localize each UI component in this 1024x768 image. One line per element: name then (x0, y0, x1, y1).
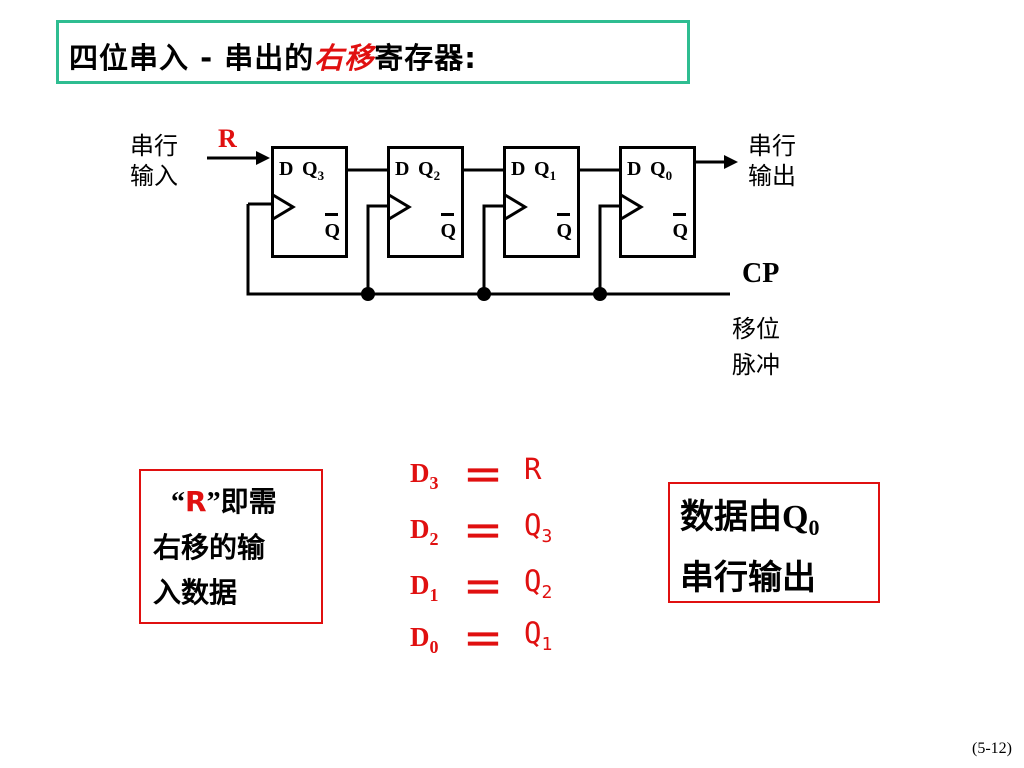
flip-flop-3: D Q3 Q (271, 146, 348, 258)
serial-input-label: 串行 输入 (130, 132, 178, 190)
flip-flop-2: D Q2 Q (387, 146, 464, 258)
clock-label: CP (742, 258, 780, 289)
clock-triangle-icon (620, 193, 644, 221)
title-part1: 四位串入 - 串出的 (69, 41, 315, 75)
input-r-label: R (218, 124, 237, 153)
input-note-text: “R”即需 右移的输 入数据 (153, 485, 277, 609)
junction-dot-icon (593, 287, 607, 301)
clock-branch-ff0 (598, 204, 619, 294)
circuit-wiring (207, 151, 738, 301)
ff-qbar-label: Q (324, 213, 340, 243)
serial-output-label: 串行 输出 (748, 132, 796, 190)
ff-q-label: Q1 (534, 158, 557, 183)
output-arrow-icon (724, 155, 738, 169)
ff-q-label: Q3 (302, 158, 325, 183)
output-note-text: 数据由Q0 串行输出 (680, 497, 820, 598)
input-arrow-icon (256, 151, 270, 165)
junction-dot-icon (361, 287, 375, 301)
input-note-box: “R”即需 右移的输 入数据 (139, 469, 323, 624)
ff-q-label: Q2 (418, 158, 441, 183)
ff-d-label: D (279, 158, 294, 180)
ff-d-label: D (511, 158, 526, 180)
title-box: 四位串入 - 串出的右移寄存器: (56, 20, 690, 84)
clock-bus (246, 204, 730, 296)
shift-pulse-label: 移位 脉冲 (732, 315, 780, 379)
title-part3: 寄存器: (374, 41, 477, 75)
ff-qbar-label: Q (440, 213, 456, 243)
ff-qbar-label: Q (556, 213, 572, 243)
ff-d-label: D (395, 158, 410, 180)
title-highlight: 右移 (314, 41, 375, 75)
clock-triangle-icon (504, 193, 528, 221)
slide-title: 四位串入 - 串出的右移寄存器: (69, 35, 477, 77)
page-number: (5-12) (972, 740, 1012, 757)
ff-q-label: Q0 (650, 158, 673, 183)
clock-triangle-icon (388, 193, 412, 221)
flip-flop-1: D Q1 Q (503, 146, 580, 258)
ff-qbar-label: Q (672, 213, 688, 243)
flip-flop-0: D Q0 Q (619, 146, 696, 258)
clock-branch-ff2 (366, 204, 387, 294)
ff-d-label: D (627, 158, 642, 180)
output-note-box: 数据由Q0 串行输出 (668, 482, 880, 603)
clock-branch-ff1 (482, 204, 503, 294)
clock-triangle-icon (272, 193, 296, 221)
junction-dot-icon (477, 287, 491, 301)
